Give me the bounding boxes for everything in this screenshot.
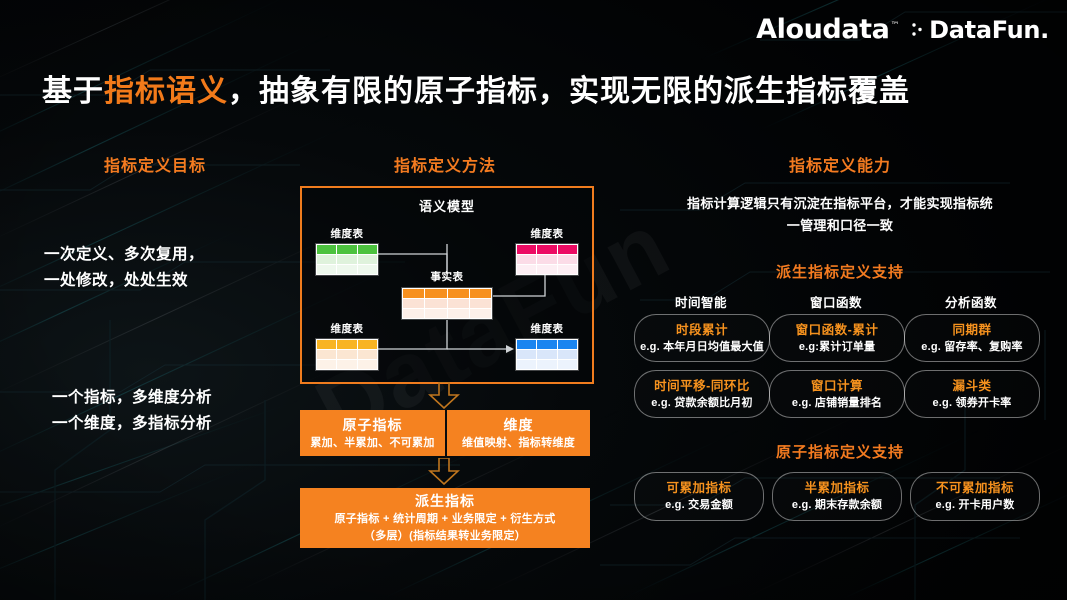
pill-window-calculation[interactable]: 窗口计算 e.g. 店铺销量排名 <box>769 370 905 418</box>
left-goal-line-2: 一处修改，处处生效 <box>44 272 189 289</box>
group-label-time-intelligence: 时间智能 <box>674 296 727 310</box>
derived-metric-box: 派生指标 原子指标 + 统计周期 + 业务限定 + 衍生方式 （多层）(指标结果… <box>300 488 590 548</box>
datafun-wordmark: DataFun. <box>929 15 1049 44</box>
semantic-model-box: 语义模型 维度表 <box>300 186 594 384</box>
aloudata-wordmark: Aloudata <box>756 14 890 45</box>
pill-funnel-title: 漏斗类 <box>952 378 992 393</box>
title-after: ，抽象有限的原子指标，实现无限的派生指标覆盖 <box>228 75 910 108</box>
dimension-table-bottom-left: 维度表 <box>315 321 379 370</box>
dimension-table-top-right-label: 维度表 <box>530 228 564 240</box>
atomic-metric-title: 原子指标 <box>342 416 403 433</box>
right-description-line-1: 指标计算逻辑只有沉淀在指标平台，才能实现指标统 <box>687 196 993 211</box>
right-description-line-2: 一管理和口径一致 <box>786 218 894 233</box>
dimension-box: 维度 维值映射、指标转维度 <box>447 410 590 456</box>
flow-arrow-1-icon <box>428 382 460 409</box>
aloudata-logo: Aloudata™ <box>756 14 899 45</box>
pill-cohort[interactable]: 同期群 e.g. 留存率、复购率 <box>904 314 1040 362</box>
pill-semi-additive-metric-example: e.g. 期末存款余额 <box>791 499 883 511</box>
pill-cohort-example: e.g. 留存率、复购率 <box>921 340 1023 353</box>
datafun-dots-icon <box>912 22 922 36</box>
pill-semi-additive-metric-title: 半累加指标 <box>804 481 870 495</box>
dimension-table-top-left-grid <box>315 244 379 275</box>
pill-time-shift[interactable]: 时间平移-同环比 e.g. 贷款余额比月初 <box>634 370 770 418</box>
derived-metric-title: 派生指标 <box>415 493 475 509</box>
atomic-support-heading: 原子指标定义支持 <box>775 444 904 461</box>
pill-non-additive-metric-title: 不可累加指标 <box>935 481 1014 495</box>
pill-period-accumulation-example: e.g. 本年月日均值最大值 <box>640 340 764 353</box>
left-column-heading: 指标定义目标 <box>103 158 206 175</box>
dimension-table-top-left-label: 维度表 <box>330 228 364 240</box>
dimension-box-title: 维度 <box>503 416 534 433</box>
pill-time-shift-title: 时间平移-同环比 <box>654 378 750 393</box>
fact-table-label: 事实表 <box>430 271 464 283</box>
pill-period-accumulation[interactable]: 时段累计 e.g. 本年月日均值最大值 <box>634 314 770 362</box>
flow-arrow-2-icon <box>428 458 460 485</box>
dimension-box-subtitle: 维值映射、指标转维度 <box>462 436 575 449</box>
dimension-table-bottom-left-label: 维度表 <box>330 323 364 335</box>
pill-funnel-example: e.g. 领券开卡率 <box>932 396 1012 409</box>
semantic-model-title: 语义模型 <box>418 199 475 214</box>
right-column-heading: 指标定义能力 <box>788 158 891 175</box>
dimension-table-bottom-left-grid <box>315 339 379 370</box>
pill-window-function-accumulation[interactable]: 窗口函数-累计 e.g:累计订单量 <box>769 314 905 362</box>
fact-table-grid <box>401 288 493 319</box>
left-analysis-line-1: 一个指标，多维度分析 <box>52 389 213 406</box>
dimension-table-bottom-right: 维度表 <box>515 321 579 370</box>
atomic-metric-box: 原子指标 累加、半累加、不可累加 <box>300 410 445 456</box>
dimension-table-top-right: 维度表 <box>515 226 579 275</box>
pill-window-calculation-title: 窗口计算 <box>810 378 863 393</box>
pill-additive-metric[interactable]: 可累加指标 e.g. 交易金额 <box>634 472 764 521</box>
derived-support-heading: 派生指标定义支持 <box>775 264 904 281</box>
pill-additive-metric-example: e.g. 交易金额 <box>665 499 733 511</box>
pill-time-shift-example: e.g. 贷款余额比月初 <box>651 396 753 409</box>
pill-window-function-accumulation-example: e.g:累计订单量 <box>798 340 876 353</box>
pill-window-function-accumulation-title: 窗口函数-累计 <box>795 322 879 337</box>
pill-non-additive-metric-example: e.g. 开卡用户数 <box>935 499 1015 511</box>
title-highlight: 指标语义 <box>104 75 228 108</box>
left-analysis-line-2: 一个维度，多指标分析 <box>52 415 213 432</box>
derived-metric-line-2: （多层）(指标结果转业务限定） <box>363 530 527 542</box>
middle-column-heading: 指标定义方法 <box>393 158 496 175</box>
fact-table: 事实表 <box>401 269 493 319</box>
pill-additive-metric-title: 可累加指标 <box>666 481 732 495</box>
dimension-table-bottom-right-label: 维度表 <box>530 323 564 335</box>
pill-period-accumulation-title: 时段累计 <box>675 322 728 337</box>
group-label-window-function: 窗口函数 <box>809 296 862 310</box>
trademark-symbol: ™ <box>890 21 900 31</box>
derived-metric-line-1: 原子指标 + 统计周期 + 业务限定 + 衍生方式 <box>334 513 556 525</box>
dimension-table-bottom-right-grid <box>515 339 579 370</box>
page-title: 基于指标语义，抽象有限的原子指标，实现无限的派生指标覆盖 <box>42 66 910 110</box>
dimension-table-top-right-grid <box>515 244 579 275</box>
pill-non-additive-metric[interactable]: 不可累加指标 e.g. 开卡用户数 <box>910 472 1040 521</box>
atomic-metric-subtitle: 累加、半累加、不可累加 <box>310 436 435 449</box>
pill-funnel[interactable]: 漏斗类 e.g. 领券开卡率 <box>904 370 1040 418</box>
dimension-table-top-left: 维度表 <box>315 226 379 275</box>
pill-window-calculation-example: e.g. 店铺销量排名 <box>791 396 883 409</box>
pill-cohort-title: 同期群 <box>952 322 992 337</box>
left-goal-line-1: 一次定义、多次复用， <box>44 246 205 263</box>
datafun-logo: DataFun. <box>911 16 1049 44</box>
group-label-analysis-function: 分析函数 <box>944 296 997 310</box>
logo-group: Aloudata™ DataFun. <box>756 14 1049 45</box>
title-before: 基于 <box>42 75 104 108</box>
pill-semi-additive-metric[interactable]: 半累加指标 e.g. 期末存款余额 <box>772 472 902 521</box>
